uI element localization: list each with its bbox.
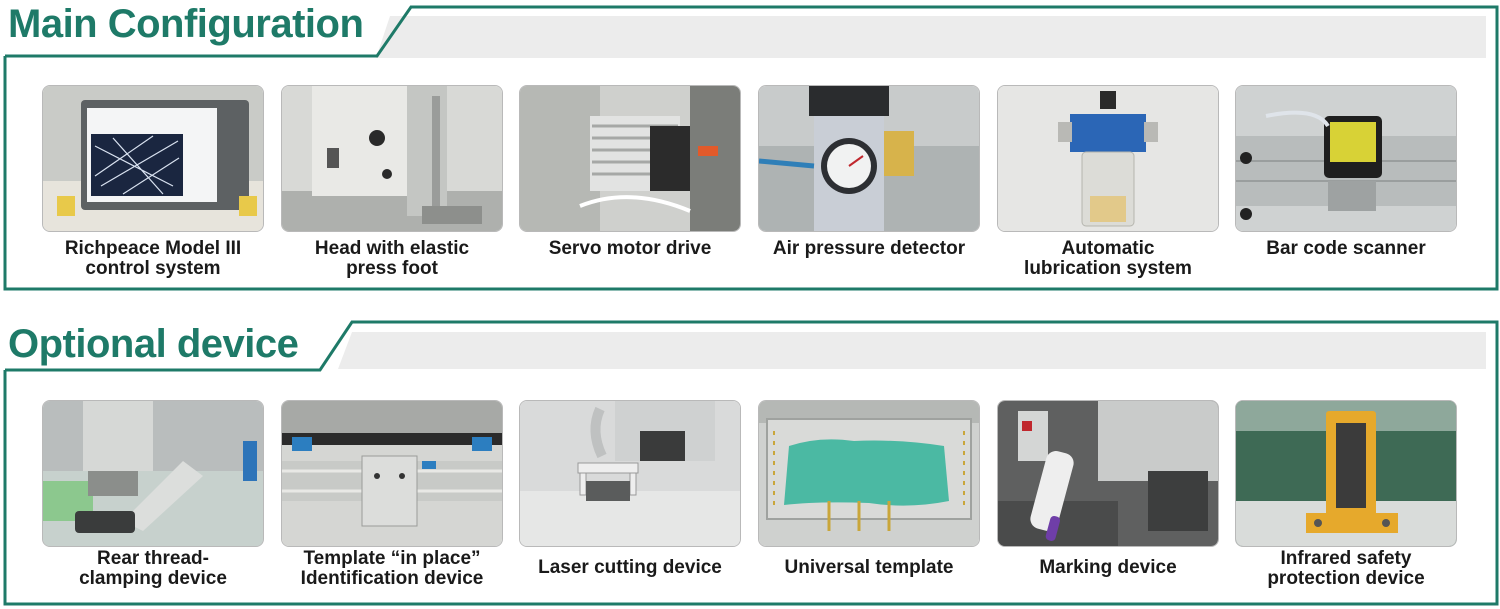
pressure-gauge-icon [758,85,980,232]
item-caption: Air pressure detector [748,239,990,259]
infrared-sensor-icon [1235,400,1457,547]
section-frame [3,320,1499,606]
caption-line-1: Air pressure detector [772,238,966,259]
universal-template-icon [758,400,980,547]
caption-line-1: Richpeace Model III [64,238,242,259]
caption-line-1: Universal template [784,557,954,578]
caption-line-1: Template “in place” [303,548,481,569]
item-caption: Servo motor drive [509,239,751,259]
thread-clamp-icon [42,400,264,547]
caption-line-1: Head with elastic [314,238,470,259]
caption-line-1: Laser cutting device [538,557,722,578]
caption-line-2: lubrication system [1024,258,1192,279]
caption-line-1: Servo motor drive [548,238,712,259]
item-caption: Universal template [748,558,990,578]
caption-line-1: Bar code scanner [1266,238,1426,259]
laser-cutter-icon [519,400,741,547]
oil-lubricator-icon [997,85,1219,232]
item-caption: Automatic lubrication system [987,239,1229,279]
servo-motor-icon [519,85,741,232]
item-caption: Infrared safety protection device [1225,549,1467,589]
item-caption: Bar code scanner [1225,239,1467,259]
section-title: Optional device [8,322,299,366]
item-caption: Rear thread- clamping device [32,549,274,589]
caption-line-1: Marking device [1039,557,1177,578]
caption-line-2: Identification device [300,568,484,589]
optional-device-section: Optional device Rear thread- clamping de… [0,318,1500,609]
barcode-scanner-icon [1235,85,1457,232]
caption-line-2: press foot [346,258,438,279]
main-configuration-section: Main Configuration Richpeace Model III c… [0,0,1500,292]
caption-line-1: Rear thread- [97,548,209,569]
caption-line-1: Automatic [1061,238,1155,259]
marker-pen-icon [997,400,1219,547]
section-title: Main Configuration [8,2,364,46]
caption-line-2: protection device [1267,568,1425,589]
caption-line-2: control system [85,258,221,279]
item-caption: Head with elastic press foot [271,239,513,279]
section-frame [3,5,1499,291]
caption-line-1: Infrared safety [1280,548,1412,569]
template-sensor-icon [281,400,503,547]
item-caption: Laser cutting device [509,558,751,578]
item-caption: Richpeace Model III control system [32,239,274,279]
item-caption: Marking device [987,558,1229,578]
control-panel-icon [42,85,264,232]
caption-line-2: clamping device [79,568,227,589]
item-caption: Template “in place” Identification devic… [271,549,513,589]
sewing-head-icon [281,85,503,232]
